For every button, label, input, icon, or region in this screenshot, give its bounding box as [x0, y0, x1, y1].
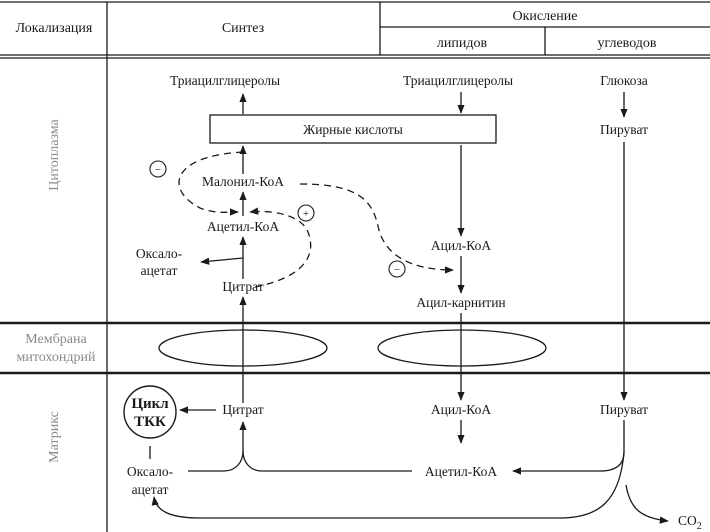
- co2-subscript: 2: [697, 521, 702, 532]
- carrier-ellipse-right: [377, 329, 547, 367]
- dashed-inhibition-fa: [178, 151, 244, 216]
- arrow-pyruvate-to-oxaloacetate: [151, 451, 625, 519]
- arrow-to-oxaloacetate-cyto: [200, 257, 244, 265]
- minus-text-2: −: [394, 264, 400, 276]
- dashed-activation-citrate: [249, 207, 312, 288]
- tca-label-2: ТКК: [134, 414, 166, 430]
- label-malonyl-coa: Малонил-КоА: [202, 174, 284, 189]
- co2-main: CO: [678, 513, 697, 528]
- arrow-pyruvate-to-acetylcoa: [512, 420, 625, 475]
- label-oxaloacetate-cyto-2: ацетат: [141, 263, 178, 278]
- fatty-acids-box: [209, 114, 497, 144]
- label-acetyl-coa-matrix: Ацетил-КоА: [425, 464, 497, 479]
- minus-symbol-oxidation: −: [388, 260, 406, 278]
- header-oxidation: Окисление: [512, 9, 577, 24]
- label-oxaloacetate-matrix-1: Оксало-: [127, 464, 174, 479]
- label-acyl-coa-cyto: Ацил-КоА: [431, 238, 492, 253]
- label-glucose: Глюкоза: [600, 73, 648, 88]
- header-localization: Локализация: [16, 21, 93, 36]
- minus-text-1: −: [155, 164, 161, 176]
- label-fatty-acids: Жирные кислоты: [303, 122, 403, 137]
- arrow-co2-in: [625, 484, 669, 524]
- plus-symbol: +: [297, 204, 315, 222]
- label-acetyl-coa-cyto: Ацетил-КоА: [207, 219, 279, 234]
- label-oxaloacetate-matrix-2: ацетат: [132, 482, 169, 497]
- header-synthesis: Синтез: [222, 21, 265, 36]
- header-lipids: липидов: [437, 36, 488, 51]
- label-oxaloacetate-cyto-1: Оксало-: [136, 246, 183, 261]
- label-citrate-cyto: Цитрат: [222, 279, 263, 294]
- label-tag-lipid: Триацилглицеролы: [403, 73, 513, 88]
- tca-cycle: Цикл ТКК: [123, 385, 177, 439]
- row-label-membrane-1: Мембрана: [25, 332, 87, 347]
- label-co2: CO2: [678, 513, 702, 532]
- row-label-cytoplasm: Цитоплазма: [47, 118, 62, 190]
- label-tag-synthesis: Триацилглицеролы: [170, 73, 280, 88]
- row-label-matrix: Матрикс: [47, 411, 62, 463]
- arrow-acetylcoa-to-citrate: [239, 421, 412, 472]
- label-pyruvate-matrix: Пируват: [600, 402, 648, 417]
- label-pyruvate-cyto: Пируват: [600, 122, 648, 137]
- label-citrate-matrix: Цитрат: [222, 402, 263, 417]
- label-acyl-coa-matrix: Ацил-КоА: [431, 402, 492, 417]
- arrow-oxaloacetate-to-citrate: [188, 450, 244, 472]
- label-acyl-carnitine: Ацил-карнитин: [416, 295, 505, 310]
- plus-text: +: [303, 208, 309, 220]
- dashed-inhibition-malonyl: [299, 183, 454, 274]
- tca-label-1: Цикл: [131, 396, 169, 412]
- minus-symbol-synthesis: −: [149, 160, 167, 178]
- header-carbohydrates: углеводов: [597, 36, 656, 51]
- row-label-membrane-2: митохондрий: [16, 350, 96, 365]
